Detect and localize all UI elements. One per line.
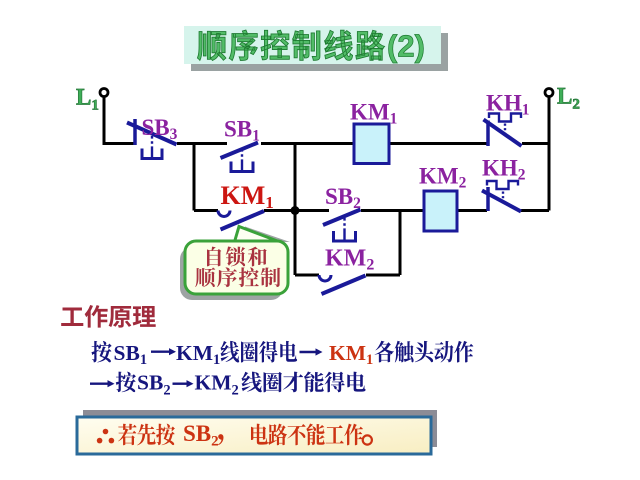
svg-text:KM1: KM1: [221, 181, 274, 212]
svg-text:KM1: KM1: [350, 100, 397, 128]
svg-text:(2): (2): [387, 29, 425, 64]
svg-text:KM2: KM2: [325, 246, 374, 274]
svg-text:KM1: KM1: [329, 341, 373, 368]
svg-text:KM2: KM2: [195, 371, 239, 399]
svg-text:KM1: KM1: [176, 341, 220, 368]
